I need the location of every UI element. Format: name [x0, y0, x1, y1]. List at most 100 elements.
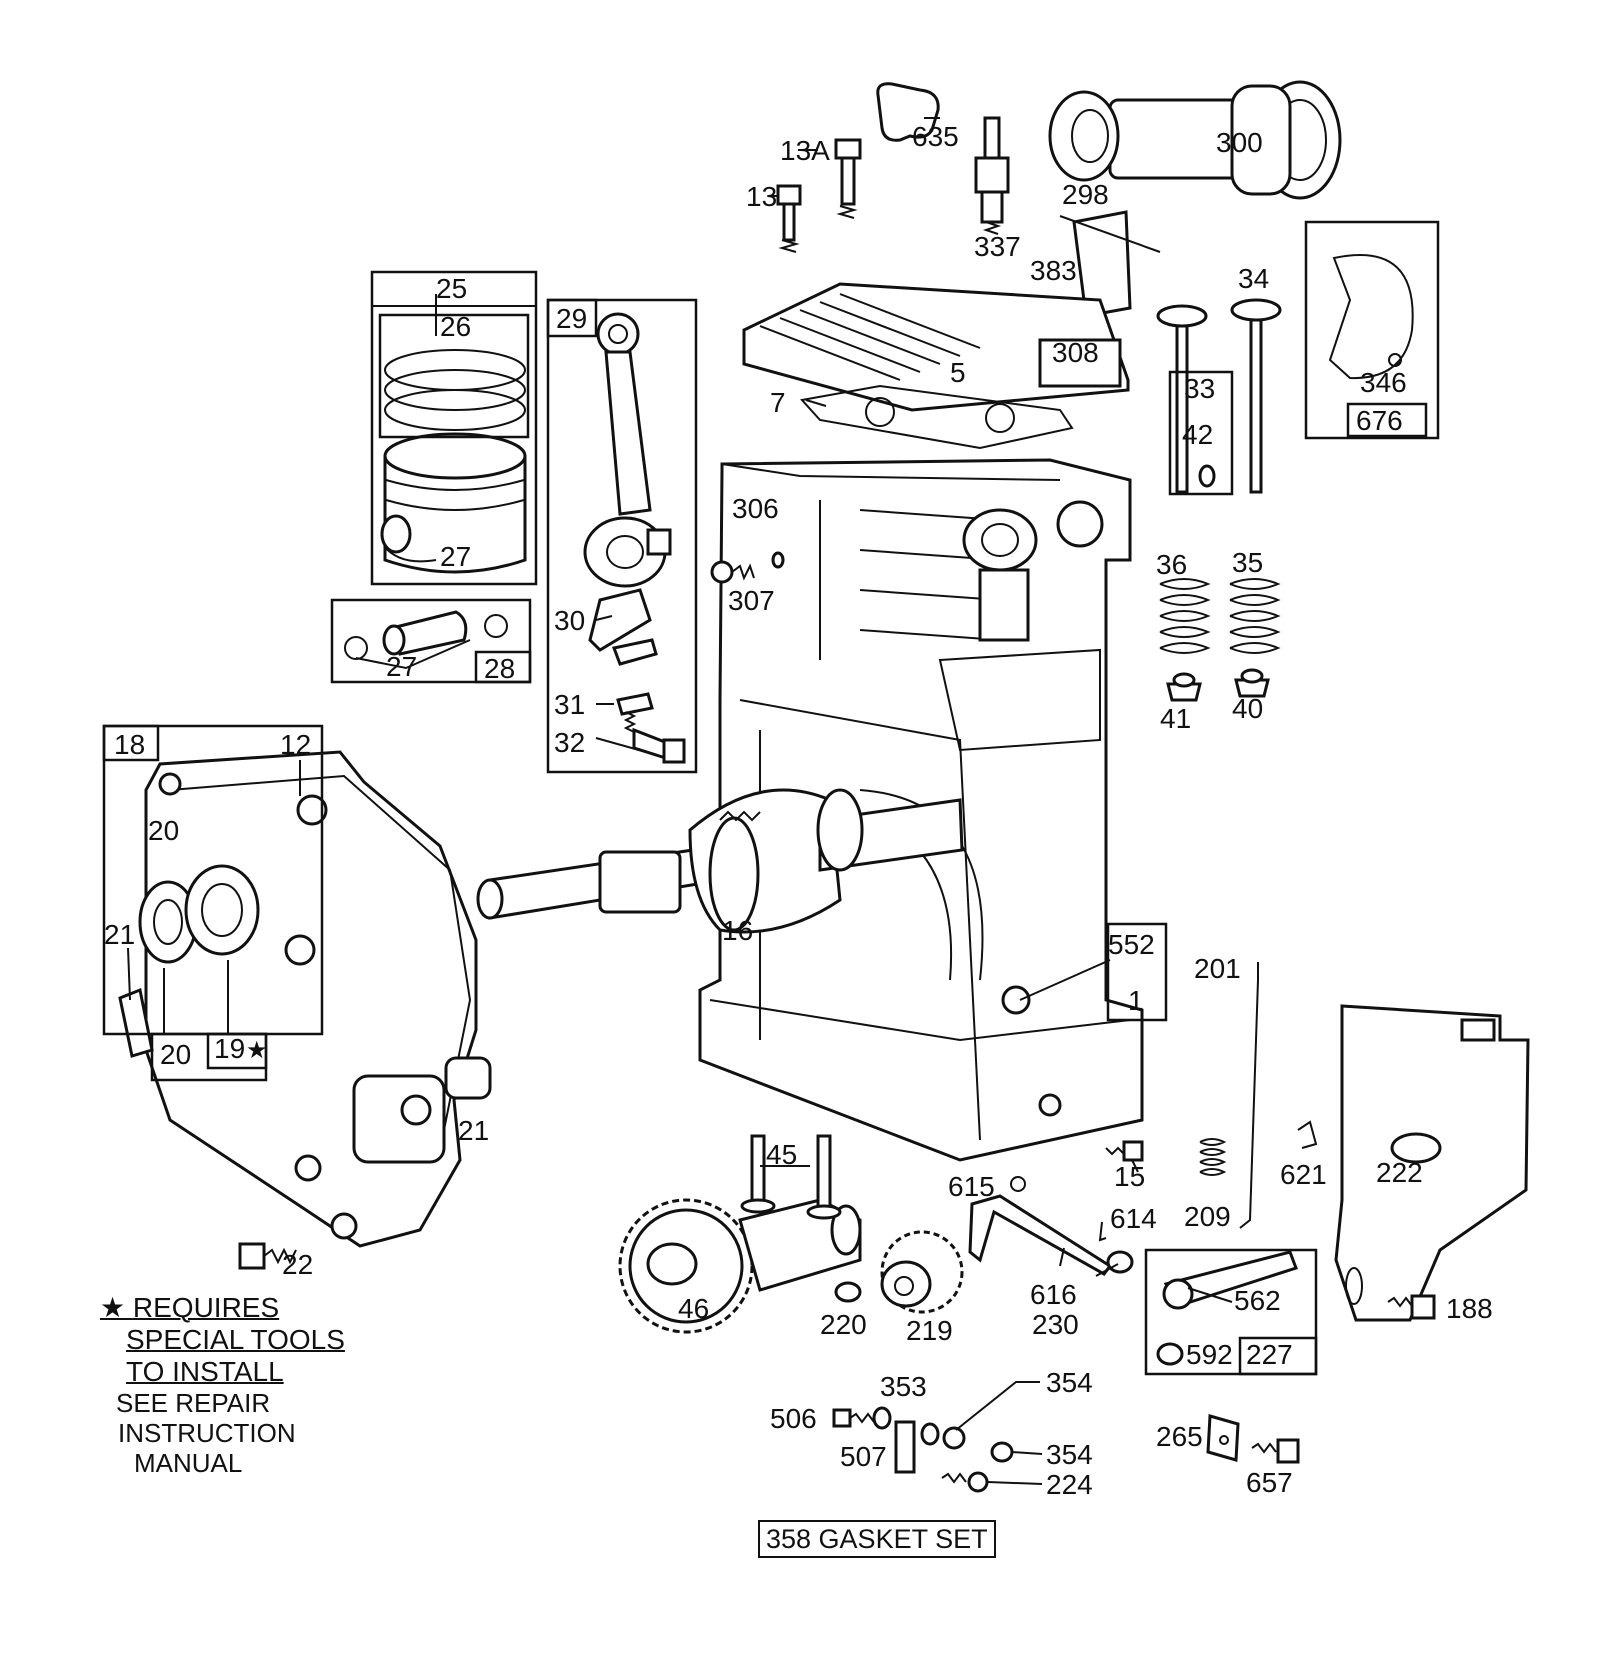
lock-plate-31	[611, 638, 658, 716]
label-676: 676	[1356, 405, 1403, 436]
head-bolt-13a	[834, 138, 862, 219]
label-592: 592	[1186, 1339, 1233, 1370]
clip-621	[1297, 1120, 1318, 1149]
label-25: 25	[436, 273, 467, 304]
gasket-set-label: 358 GASKET SET	[758, 1520, 996, 1558]
label-552: 552	[1108, 929, 1155, 960]
spark-plug-wrench-383	[1059, 210, 1161, 318]
control-bracket-222	[1334, 1004, 1530, 1322]
label-32: 32	[554, 727, 585, 758]
washer-353	[872, 1406, 940, 1446]
crankcase-cover-18	[144, 750, 478, 1248]
label-1: 1	[1128, 985, 1144, 1016]
spring-retainer-40	[1234, 668, 1270, 698]
spring-retainer-41	[1166, 672, 1202, 702]
label-19: 19	[214, 1033, 245, 1064]
cylinder-head-5	[742, 282, 1130, 412]
label-26: 26	[440, 311, 471, 342]
label-562: 562	[1234, 1285, 1281, 1316]
label-307: 307	[728, 585, 775, 616]
label-30: 30	[554, 605, 585, 636]
star-icon: ★	[246, 1037, 268, 1064]
cam-gear-46	[618, 1198, 862, 1334]
label-12: 12	[280, 729, 311, 760]
valve-keepers-42	[1198, 464, 1216, 488]
label-209: 209	[1184, 1201, 1231, 1232]
screw-506	[832, 1408, 875, 1428]
governor-lever-562	[1162, 1250, 1298, 1310]
retainer-615	[1010, 1176, 1026, 1192]
box-block-1	[1106, 922, 1168, 1022]
screw-188	[1387, 1294, 1436, 1320]
note-requires: ★ REQUIRES	[100, 1292, 280, 1323]
label-188: 188	[1446, 1293, 1493, 1324]
crankshaft-16	[476, 788, 964, 934]
cotter-614	[1098, 1221, 1107, 1242]
box-ring-set-26	[378, 313, 530, 439]
spark-plug-cover-635	[876, 82, 940, 142]
label-21-left: 21	[104, 919, 135, 950]
screw-307	[710, 551, 785, 584]
valve-spring-35	[1229, 578, 1281, 654]
label-40: 40	[1232, 693, 1263, 724]
plug-22	[238, 1242, 297, 1270]
label-22: 22	[282, 1249, 313, 1280]
label-5: 5	[950, 357, 966, 388]
label-354-mid: 354	[1046, 1439, 1093, 1470]
piston-27	[380, 432, 527, 574]
label-31: 31	[554, 689, 585, 720]
rod-cap-30	[588, 588, 652, 652]
piston-pin-28	[382, 610, 468, 656]
label-222: 222	[1376, 1157, 1423, 1188]
label-219: 219	[906, 1315, 953, 1346]
label-29: 29	[556, 303, 587, 334]
box-gasket-676	[1304, 220, 1440, 440]
piston-ring-set-26	[384, 349, 526, 431]
label-41: 41	[1160, 703, 1191, 734]
label-220: 220	[820, 1309, 867, 1340]
valve-spring-36	[1159, 578, 1211, 654]
box-piston-assembly-25	[370, 270, 538, 586]
nut-354	[942, 1426, 1014, 1463]
valve-intake-34	[1230, 298, 1282, 494]
label-13: 13	[746, 181, 777, 212]
label-28: 28	[484, 653, 515, 684]
label-27-piston: 27	[440, 541, 471, 572]
oil-fill-tube-21	[118, 987, 492, 1164]
governor-link-201	[1239, 962, 1259, 1229]
label-45: 45	[766, 1139, 797, 1170]
gasket-346	[1328, 254, 1414, 380]
label-383: 383	[1030, 255, 1077, 286]
label-308: 308	[1052, 337, 1099, 368]
label-16: 16	[722, 915, 753, 946]
label-265: 265	[1156, 1421, 1203, 1452]
note-special-tools: SPECIAL TOOLS	[126, 1324, 345, 1355]
box-valve-33	[1168, 370, 1234, 496]
label-20-bottom: 20	[160, 1039, 191, 1070]
screw-224	[941, 1471, 989, 1493]
spark-plug-337	[974, 116, 1010, 235]
label-35: 35	[1232, 547, 1263, 578]
bracket-507	[894, 1420, 916, 1474]
label-614: 614	[1110, 1203, 1157, 1234]
label-621: 621	[1280, 1159, 1327, 1190]
valve-exhaust	[1156, 304, 1208, 494]
screw-657	[1251, 1438, 1300, 1464]
washer-230	[1106, 1250, 1134, 1274]
label-615: 615	[948, 1171, 995, 1202]
label-354-top: 354	[1046, 1367, 1093, 1398]
note-instruction: INSTRUCTION	[118, 1418, 296, 1448]
label-36: 36	[1156, 549, 1187, 580]
bracket-265	[1206, 1414, 1240, 1462]
head-bolt-13	[776, 184, 802, 253]
label-7: 7	[770, 387, 786, 418]
label-353: 353	[880, 1371, 927, 1402]
label-42: 42	[1182, 419, 1213, 450]
label-46: 46	[678, 1293, 709, 1324]
governor-gear-219	[880, 1230, 964, 1314]
label-224: 224	[1046, 1469, 1093, 1500]
screw-15	[1105, 1140, 1144, 1162]
governor-spring-209	[1199, 1138, 1227, 1176]
label-21-right: 21	[458, 1115, 489, 1146]
